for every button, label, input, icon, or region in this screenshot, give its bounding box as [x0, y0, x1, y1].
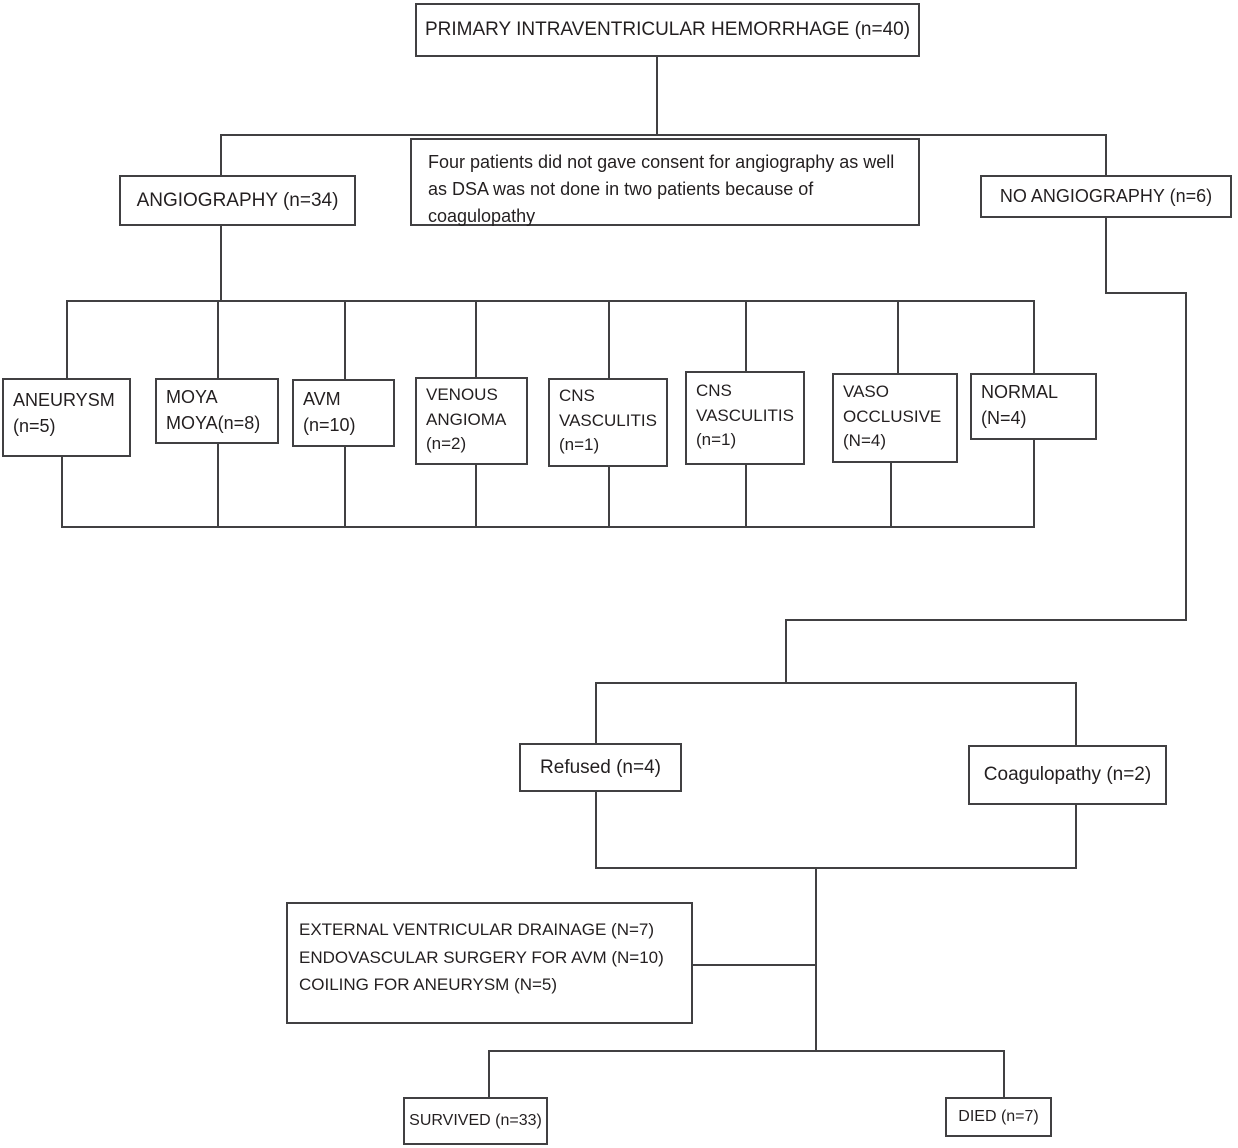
connector-line: [344, 447, 346, 528]
node-cns-vasculitis-1-line1: CNS: [559, 386, 595, 405]
connector-line: [475, 300, 477, 379]
node-avm-line1: AVM: [303, 389, 341, 409]
connector-line: [1105, 292, 1187, 294]
node-treatment-line1: EXTERNAL VENTRICULAR DRAINAGE (N=7): [299, 920, 655, 939]
node-venous-angioma-line3: (n=2): [426, 434, 467, 454]
connector-line: [608, 300, 610, 380]
node-cns-vasculitis-2-line3: (n=1): [696, 430, 737, 450]
connector-line: [897, 300, 899, 375]
connector-line: [745, 465, 747, 528]
connector-line: [1105, 218, 1107, 294]
node-treatment-line3: COILING FOR ANEURYSM (N=5): [299, 975, 558, 995]
node-vaso-occlusive-line3: (N=4): [843, 431, 886, 451]
connector-line: [217, 300, 219, 380]
node-angiography: ANGIOGRAPHY (n=34): [119, 175, 356, 226]
node-vaso-occlusive-line1: VASO: [843, 382, 889, 401]
connector-line: [595, 792, 597, 869]
connector-line: [815, 867, 817, 1052]
node-angiography-label: ANGIOGRAPHY (n=34): [136, 189, 339, 211]
node-coagulopathy-label: Coagulopathy (n=2): [983, 764, 1152, 786]
connector-line: [220, 226, 222, 302]
connector-line: [220, 134, 1107, 136]
connector-line: [344, 300, 346, 381]
connector-line: [1003, 1050, 1005, 1099]
node-normal-line1: NORMAL: [981, 382, 1059, 402]
node-normal: NORMAL (N=4): [970, 373, 1097, 440]
node-treatment-line2: ENDOVASCULAR SURGERY FOR AVM (N=10): [299, 947, 664, 967]
node-normal-line2: (N=4): [981, 408, 1027, 429]
node-vaso-occlusive-line2: OCCLUSIVE: [843, 406, 942, 426]
node-survived: SURVIVED (n=33): [403, 1097, 548, 1145]
connector-line: [1105, 134, 1107, 177]
connector-line: [745, 300, 747, 373]
node-treatment: EXTERNAL VENTRICULAR DRAINAGE (N=7) ENDO…: [286, 902, 693, 1024]
node-avm: AVM (n=10): [292, 379, 395, 447]
connector-line: [66, 300, 68, 380]
node-aneurysm-line2: (n=5): [13, 416, 56, 437]
node-venous-angioma-line1: VENOUS: [426, 385, 498, 404]
connector-line: [608, 467, 610, 528]
connector-line: [785, 619, 787, 684]
connector-line: [693, 964, 815, 966]
connector-line: [1033, 440, 1035, 528]
connector-line: [61, 526, 1035, 528]
node-consent-note: Four patients did not gave consent for a…: [410, 138, 920, 226]
connector-line: [220, 134, 222, 177]
connector-line: [890, 463, 892, 528]
node-refused-label: Refused (n=4): [540, 756, 661, 778]
node-cns-vasculitis-1-line3: (n=1): [559, 435, 600, 455]
node-aneurysm-line1: ANEURYSM: [13, 390, 115, 410]
connector-line: [61, 457, 63, 528]
connector-line: [488, 1050, 490, 1099]
node-cns-vasculitis-2: CNS VASCULITIS (n=1): [685, 371, 805, 465]
node-died: DIED (n=7): [945, 1097, 1052, 1137]
connector-line: [785, 619, 1187, 621]
connector-line: [217, 444, 219, 528]
node-refused: Refused (n=4): [519, 743, 682, 792]
consent-note-text: Four patients did not gave consent for a…: [428, 152, 895, 226]
connector-line: [1185, 292, 1187, 621]
node-moya-moya: MOYA MOYA(n=8): [155, 378, 279, 444]
connector-line: [1075, 682, 1077, 747]
node-survived-label: SURVIVED (n=33): [409, 1112, 542, 1130]
connector-line: [656, 57, 658, 136]
connector-line: [1075, 805, 1077, 869]
node-moya-moya-line2: MOYA(n=8): [166, 413, 261, 434]
connector-line: [595, 867, 1077, 869]
node-no-angiography: NO ANGIOGRAPHY (n=6): [980, 175, 1232, 218]
node-no-angiography-label: NO ANGIOGRAPHY (n=6): [999, 186, 1213, 207]
node-venous-angioma-line2: ANGIOMA: [426, 409, 507, 429]
node-venous-angioma: VENOUS ANGIOMA (n=2): [415, 377, 528, 465]
node-cns-vasculitis-2-line1: CNS: [696, 381, 732, 400]
node-avm-line2: (n=10): [303, 415, 356, 436]
connector-line: [66, 300, 1033, 302]
node-coagulopathy: Coagulopathy (n=2): [968, 745, 1167, 805]
node-cns-vasculitis-1-line2: VASCULITIS: [559, 410, 657, 430]
connector-line: [1033, 300, 1035, 375]
node-vaso-occlusive: VASO OCCLUSIVE (N=4): [832, 373, 958, 463]
connector-line: [475, 465, 477, 528]
connector-line: [595, 682, 1077, 684]
connector-line: [488, 1050, 1005, 1052]
node-primary-ivh-label: PRIMARY INTRAVENTRICULAR HEMORRHAGE (n=4…: [424, 19, 911, 41]
node-cns-vasculitis-1: CNS VASCULITIS (n=1): [548, 378, 668, 467]
node-cns-vasculitis-2-line2: VASCULITIS: [696, 405, 794, 425]
node-aneurysm: ANEURYSM (n=5): [2, 378, 131, 457]
node-moya-moya-line1: MOYA: [166, 387, 218, 407]
connector-line: [595, 682, 597, 745]
node-primary-ivh: PRIMARY INTRAVENTRICULAR HEMORRHAGE (n=4…: [415, 3, 920, 57]
node-died-label: DIED (n=7): [958, 1108, 1039, 1126]
